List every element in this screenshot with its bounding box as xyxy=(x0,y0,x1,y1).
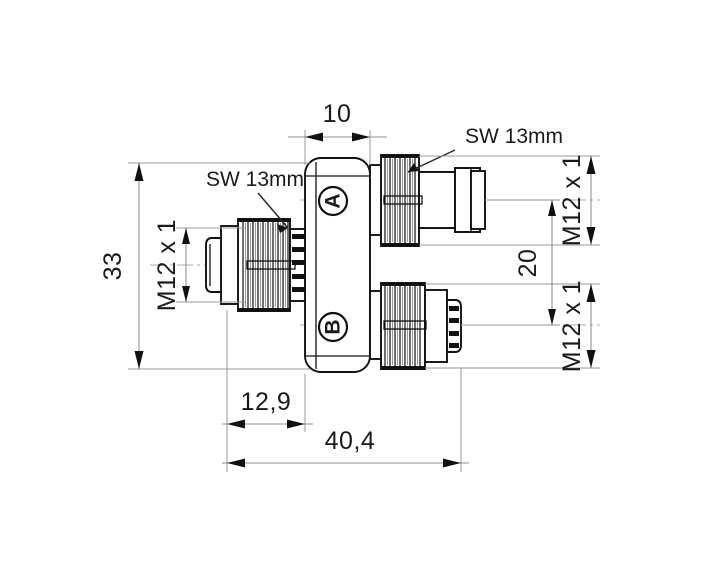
port-b-label: B xyxy=(322,319,345,334)
port-a-label: A xyxy=(322,193,345,208)
port-a-marking: A xyxy=(317,185,349,217)
bottom-right-connector xyxy=(369,282,462,370)
bottom-right-knurl-pattern xyxy=(384,286,421,366)
dimension-port-offset-value: 12,9 xyxy=(241,388,292,416)
left-knurl-pattern xyxy=(242,222,289,308)
dimension-thread-left: M12 x 1 xyxy=(153,219,245,311)
top-right-connector xyxy=(369,154,486,247)
left-contact-ridges xyxy=(292,234,305,292)
sw-left-leader xyxy=(257,192,289,233)
dimension-thread-bottom-right: M12 x 1 xyxy=(425,280,600,372)
dimension-overall-length-value: 40,4 xyxy=(325,427,376,455)
dimension-thread-top-right-value: M12 x 1 xyxy=(558,154,586,246)
dimension-overall-height-value: 33 xyxy=(99,252,127,281)
dimension-body-width: 10 xyxy=(288,100,387,165)
sw-right-leader xyxy=(407,149,456,173)
dimension-thread-top-right: M12 x 1 xyxy=(419,154,600,246)
dimension-thread-bottom-right-value: M12 x 1 xyxy=(558,280,586,372)
dimension-body-width-value: 10 xyxy=(323,100,352,128)
port-b-marking: B xyxy=(317,311,349,343)
dimension-port-spacing-value: 20 xyxy=(514,249,542,278)
left-connector xyxy=(205,218,306,312)
dimension-thread-left-value: M12 x 1 xyxy=(153,219,181,311)
sw-right-label: SW 13mm xyxy=(465,125,563,148)
dimension-port-offset: 12,9 xyxy=(222,310,313,432)
dimension-overall-length: 40,4 xyxy=(222,368,469,472)
bottom-right-end-ridges xyxy=(449,306,459,348)
dimension-overall-height: 33 xyxy=(99,162,310,370)
sw-left-label: SW 13mm xyxy=(206,168,304,191)
top-right-knurl-pattern xyxy=(384,158,416,243)
dimension-port-spacing: 20 xyxy=(461,199,560,326)
